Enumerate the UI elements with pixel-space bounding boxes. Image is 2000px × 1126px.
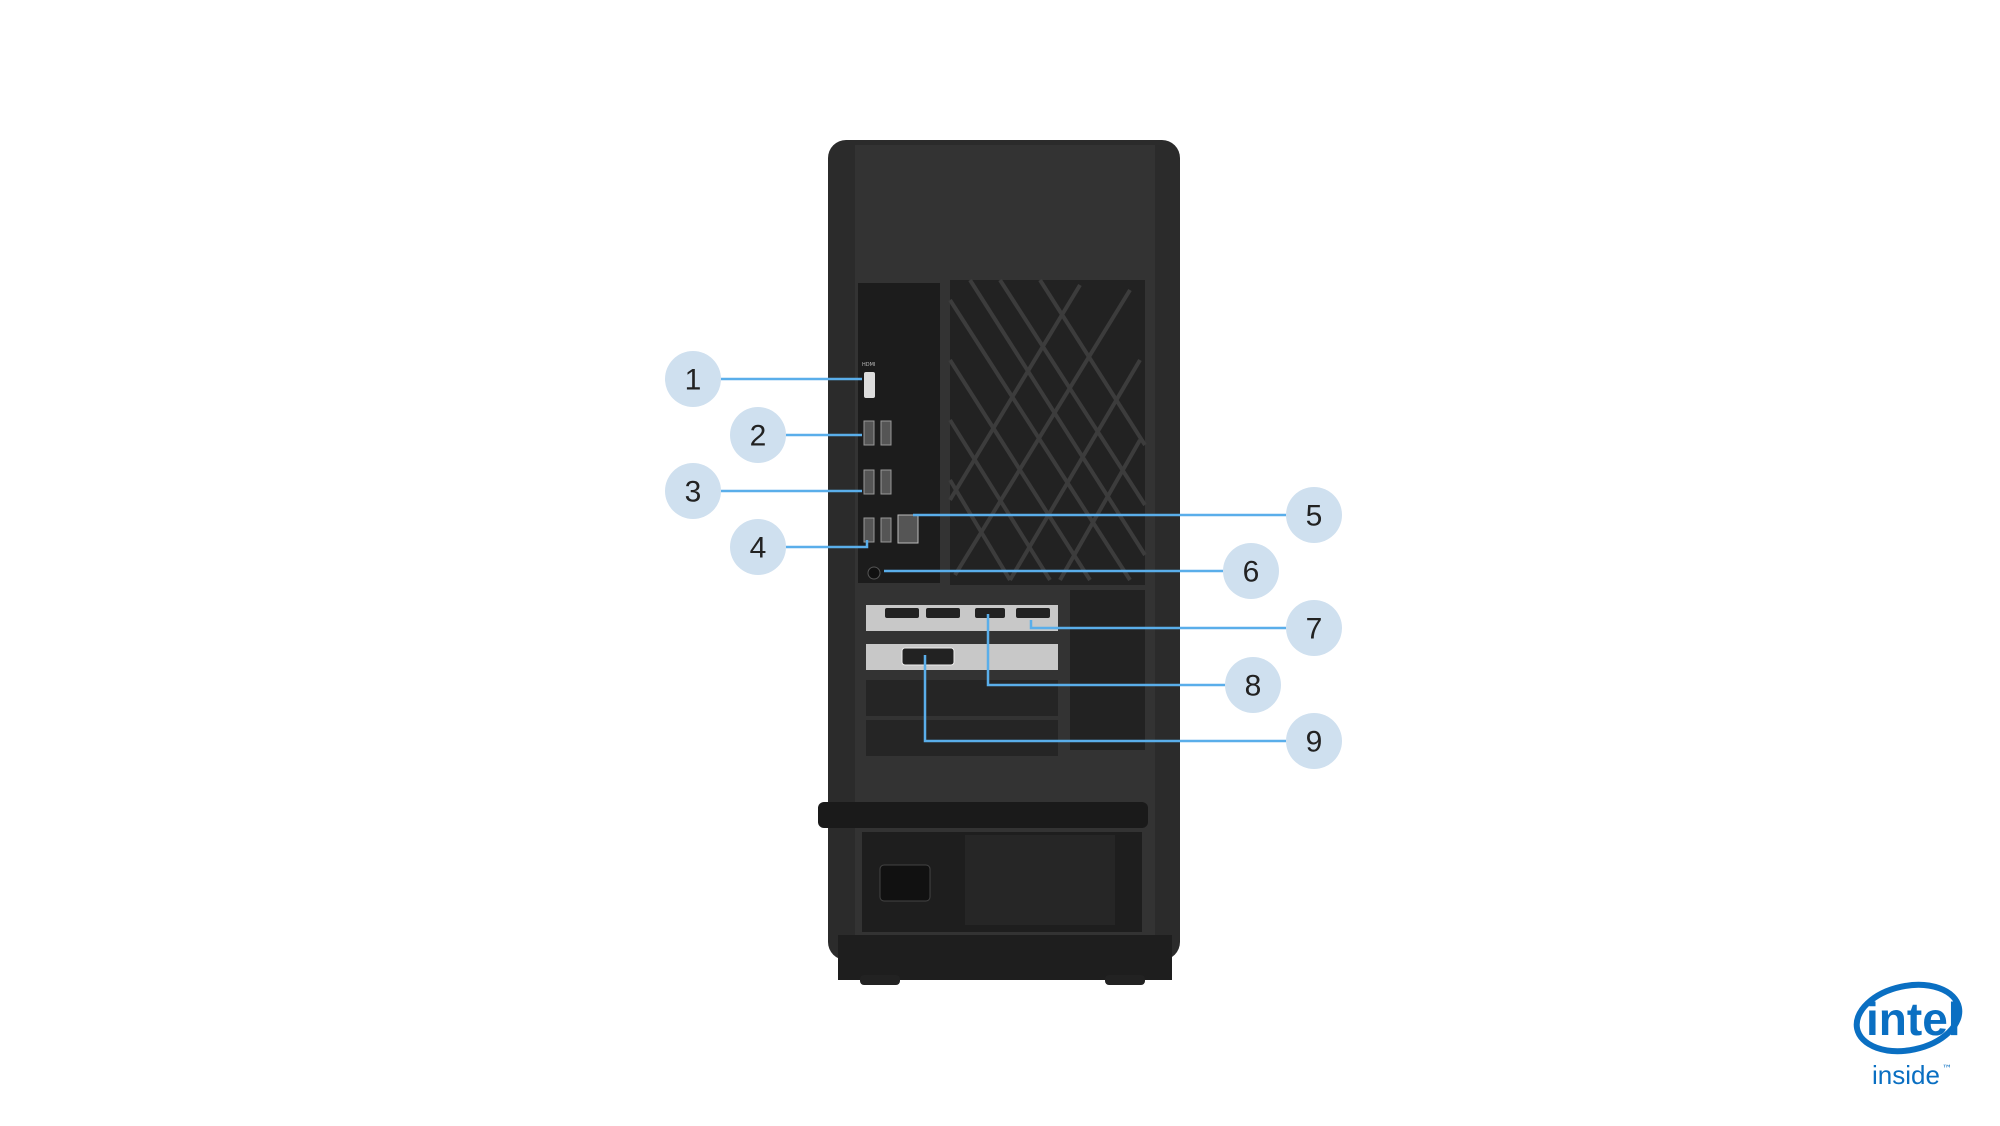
svg-text:5: 5 [1306, 500, 1323, 533]
svg-text:2: 2 [750, 420, 767, 453]
callout-4: 4 [730, 519, 786, 575]
svg-text:1: 1 [685, 364, 702, 397]
hdmi-port [864, 372, 875, 398]
svg-text:™: ™ [1942, 1064, 1952, 1075]
callout-1: 1 [665, 351, 721, 407]
cable-bar [818, 802, 1148, 828]
usb-port [880, 517, 892, 543]
pc-tower: HDMI [818, 140, 1180, 985]
svg-text:9: 9 [1306, 726, 1323, 759]
audio-jack [867, 566, 881, 580]
usb-port [880, 469, 892, 495]
power-socket [879, 864, 931, 902]
svg-text:6: 6 [1243, 556, 1260, 589]
usb-port [863, 420, 875, 446]
callout-3: 3 [665, 463, 721, 519]
usb-port [863, 469, 875, 495]
svg-text:7: 7 [1306, 613, 1323, 646]
leader-lines [721, 377, 1286, 743]
svg-text:intel: intel [1866, 993, 1961, 1045]
intel-inside-logo: intel inside ™ [1853, 981, 1963, 1090]
svg-text:4: 4 [750, 532, 767, 565]
hdmi-label: HDMI [862, 362, 875, 368]
svg-text:8: 8 [1245, 670, 1262, 703]
dvi-port [901, 647, 955, 666]
svg-text:3: 3 [685, 476, 702, 509]
callout-9: 9 [1286, 713, 1342, 769]
callout-6: 6 [1223, 543, 1279, 599]
callout-8: 8 [1225, 657, 1281, 713]
svg-text:inside: inside [1872, 1060, 1940, 1090]
usb-port [863, 517, 875, 543]
usb-port [880, 420, 892, 446]
callout-7: 7 [1286, 600, 1342, 656]
ethernet-port [897, 514, 919, 544]
callout-5: 5 [1286, 487, 1342, 543]
callout-2: 2 [730, 407, 786, 463]
